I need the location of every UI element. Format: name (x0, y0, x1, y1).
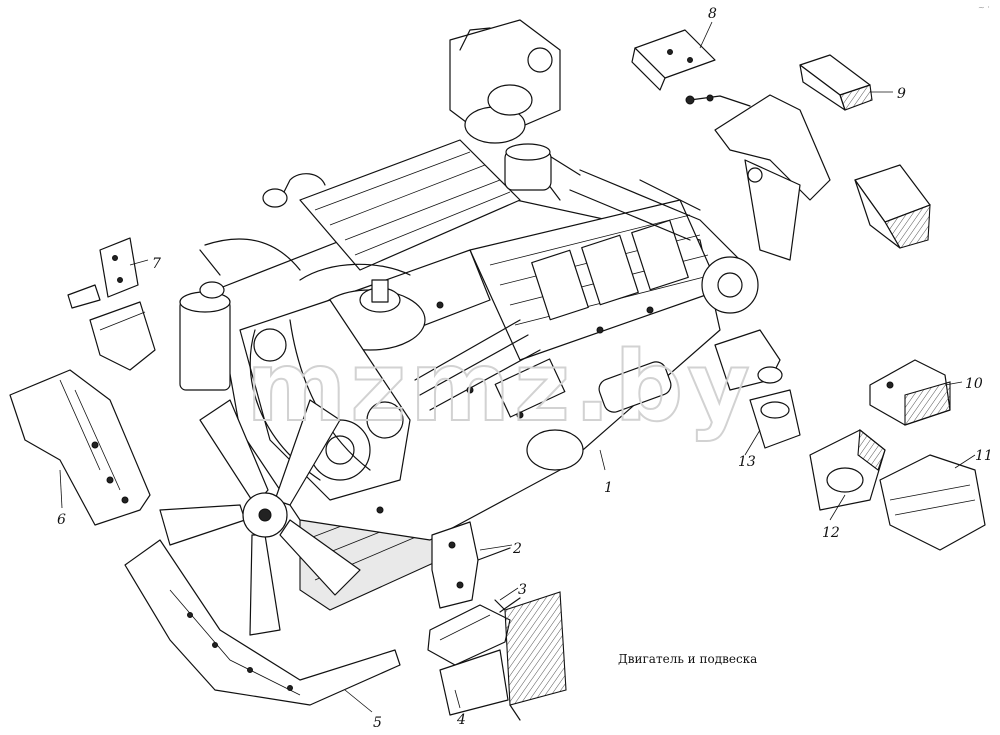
callout-4: 4 (456, 712, 466, 728)
callout-8: 8 (708, 6, 717, 22)
part-7-bracket (67, 237, 156, 371)
callout-1: 1 (604, 480, 613, 496)
figure-caption: Двигатель и подвеска (618, 652, 757, 666)
part-10-mount (869, 359, 951, 426)
part-2-bracket (431, 521, 511, 609)
watermark: mzmz.by (246, 331, 754, 443)
rear-bracket (854, 164, 931, 249)
callout-12: 12 (822, 525, 840, 541)
leader-lines (59, 21, 976, 713)
callout-6: 6 (57, 512, 66, 528)
callout-11: 11 (975, 448, 993, 464)
callout-2: 2 (512, 541, 522, 557)
callout-13: 13 (738, 454, 756, 470)
callout-10: 10 (965, 376, 983, 392)
rear-support (685, 94, 831, 261)
part-3-pad (427, 597, 521, 666)
part-8-bracket (631, 29, 716, 91)
part-11-cushion (879, 454, 986, 551)
callout-7: 7 (152, 256, 161, 272)
callout-9: 9 (897, 86, 906, 102)
engine-block (179, 19, 759, 611)
callout-3: 3 (518, 582, 527, 598)
cooling-fan (159, 399, 361, 636)
part-9-block (799, 54, 873, 111)
part-12-cushion (809, 428, 886, 511)
corner-mark: ~ · (978, 3, 990, 12)
part-13-support (714, 329, 801, 449)
part-4-bracket (439, 591, 567, 721)
part-5-frame-rail (124, 539, 401, 706)
callout-5: 5 (373, 715, 382, 731)
part-6-bracket (9, 369, 151, 526)
